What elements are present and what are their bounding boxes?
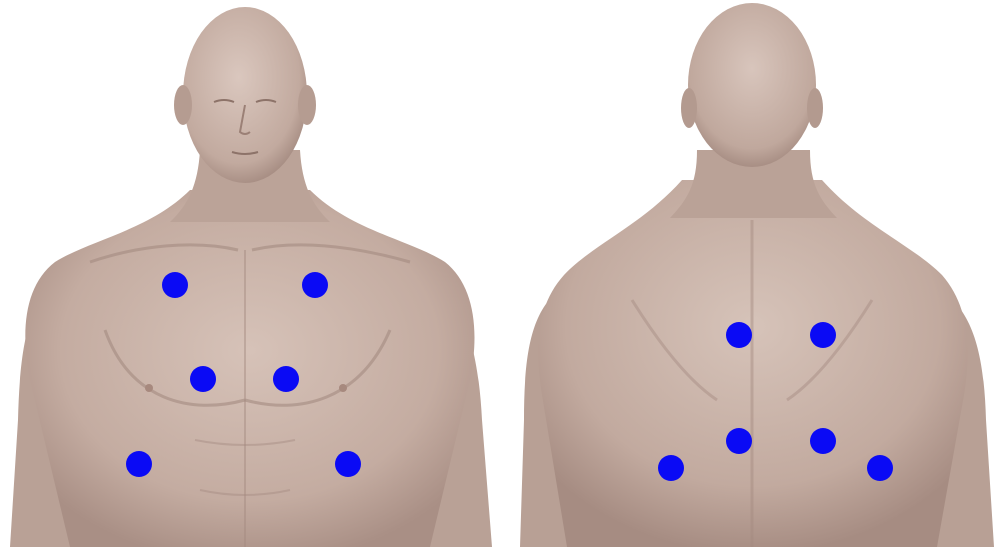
head — [183, 7, 307, 183]
back-marker-upper-left — [726, 322, 752, 348]
front-marker-lower-left-chest — [335, 451, 361, 477]
left-nipple — [145, 384, 153, 392]
left-ear — [174, 85, 192, 125]
left-ear — [681, 88, 697, 128]
right-ear — [807, 88, 823, 128]
back-marker-mid-left — [726, 428, 752, 454]
head — [688, 3, 816, 167]
back-torso-figure — [502, 0, 1003, 547]
back-marker-lower-right — [867, 455, 893, 481]
back-marker-upper-right — [810, 322, 836, 348]
right-nipple — [339, 384, 347, 392]
front-marker-upper-left-chest — [302, 272, 328, 298]
back-marker-lower-left — [658, 455, 684, 481]
front-marker-upper-right-chest — [162, 272, 188, 298]
front-marker-mid-left-chest — [273, 366, 299, 392]
back-torso-view — [502, 0, 1003, 547]
torso — [25, 190, 474, 547]
back-marker-mid-right — [810, 428, 836, 454]
front-marker-mid-right-chest — [190, 366, 216, 392]
front-torso-view — [0, 0, 501, 547]
front-marker-lower-right-chest — [126, 451, 152, 477]
front-torso-figure — [0, 0, 501, 547]
right-ear — [298, 85, 316, 125]
